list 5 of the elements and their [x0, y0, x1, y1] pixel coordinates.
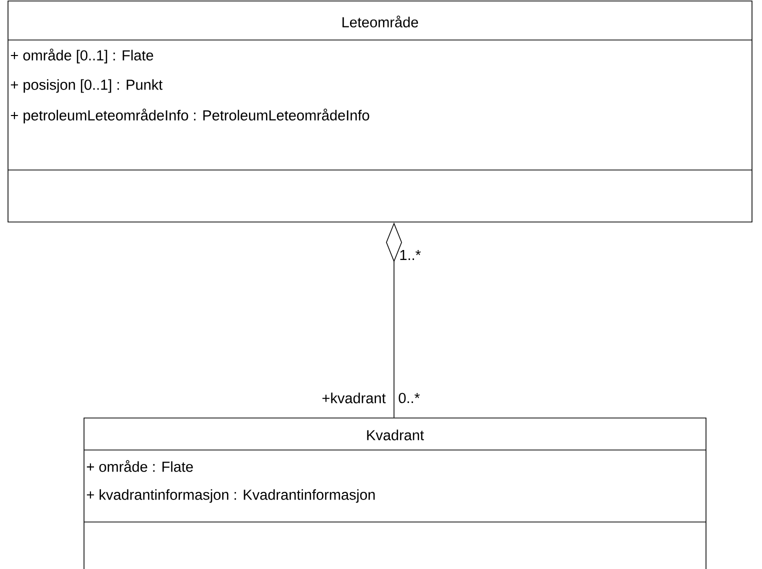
- multiplicity-label: +kvadrant: [322, 392, 386, 404]
- multiplicity-label: 0..*: [398, 392, 420, 404]
- multiplicity-label: 1..*: [400, 250, 421, 260]
- class-box: Leteområde + område [0..1] : Flate + posisjon [0..1] : Punkt + petroleumLeteområdeInfo : PetroleumLeteområdeInfo: [8, 0, 752, 222]
- class-box: Kvadrant + område : Flate + kvadrantinformasjon : Kvadrantinformasjon: [84, 418, 706, 569]
